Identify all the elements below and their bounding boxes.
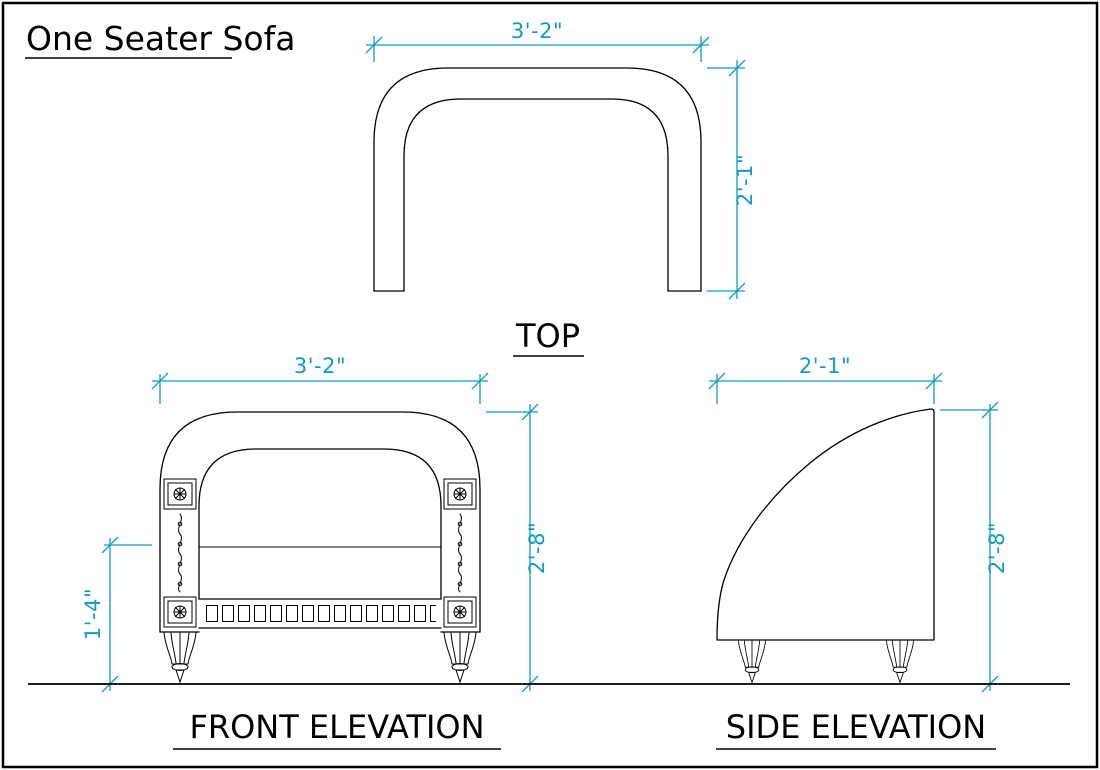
side-depth-dimension: 2'-1" bbox=[708, 354, 943, 404]
front-height-dim-text: 2'-8" bbox=[525, 522, 549, 574]
front-width-dim-text: 3'-2" bbox=[294, 354, 346, 378]
side-view-label: SIDE ELEVATION bbox=[726, 708, 986, 746]
side-height-dim-text: 2'-8" bbox=[985, 522, 1009, 574]
carved-leaf-strip-left bbox=[177, 513, 183, 593]
top-depth-dimension: 2'-1" bbox=[707, 59, 757, 300]
front-outer-outline bbox=[159, 411, 481, 633]
top-depth-dim-text: 2'-1" bbox=[733, 154, 757, 206]
front-seat-height-dim-text: 1'-4" bbox=[81, 588, 105, 640]
front-seat-height-dimension: 1'-4" bbox=[81, 536, 152, 693]
side-height-dimension: 2'-8" bbox=[940, 401, 1009, 693]
front-view-label: FRONT ELEVATION bbox=[189, 708, 484, 746]
carved-leaf-strip-right bbox=[457, 513, 463, 593]
front-inner-outline bbox=[198, 448, 442, 600]
front-width-dimension: 3'-2" bbox=[151, 354, 489, 404]
side-back-leg bbox=[885, 639, 915, 683]
top-view-label: TOP bbox=[515, 317, 580, 355]
side-depth-dim-text: 2'-1" bbox=[799, 354, 851, 378]
top-width-dimension: 3'-2" bbox=[365, 19, 710, 62]
drawing-title: One Seater Sofa bbox=[26, 19, 295, 58]
front-right-leg bbox=[443, 631, 477, 683]
seat-rail-ornament-band bbox=[204, 603, 436, 624]
carved-rosette-panel-left-bottom bbox=[163, 596, 197, 628]
top-view-drawing bbox=[373, 67, 702, 292]
front-left-leg bbox=[163, 631, 197, 683]
carved-rosette-panel-right-top bbox=[443, 478, 477, 510]
carved-rosette-panel-left-top bbox=[163, 478, 197, 510]
side-view-drawing bbox=[716, 408, 935, 683]
front-view-drawing bbox=[159, 411, 481, 683]
top-inner-outline bbox=[403, 98, 669, 292]
carved-rosette-panel-right-bottom bbox=[443, 596, 477, 628]
side-profile-outline bbox=[716, 408, 935, 641]
top-width-dim-text: 3'-2" bbox=[511, 19, 563, 43]
top-outer-outline bbox=[373, 67, 702, 292]
front-height-dimension: 2'-8" bbox=[486, 403, 549, 693]
side-front-leg bbox=[737, 639, 767, 683]
